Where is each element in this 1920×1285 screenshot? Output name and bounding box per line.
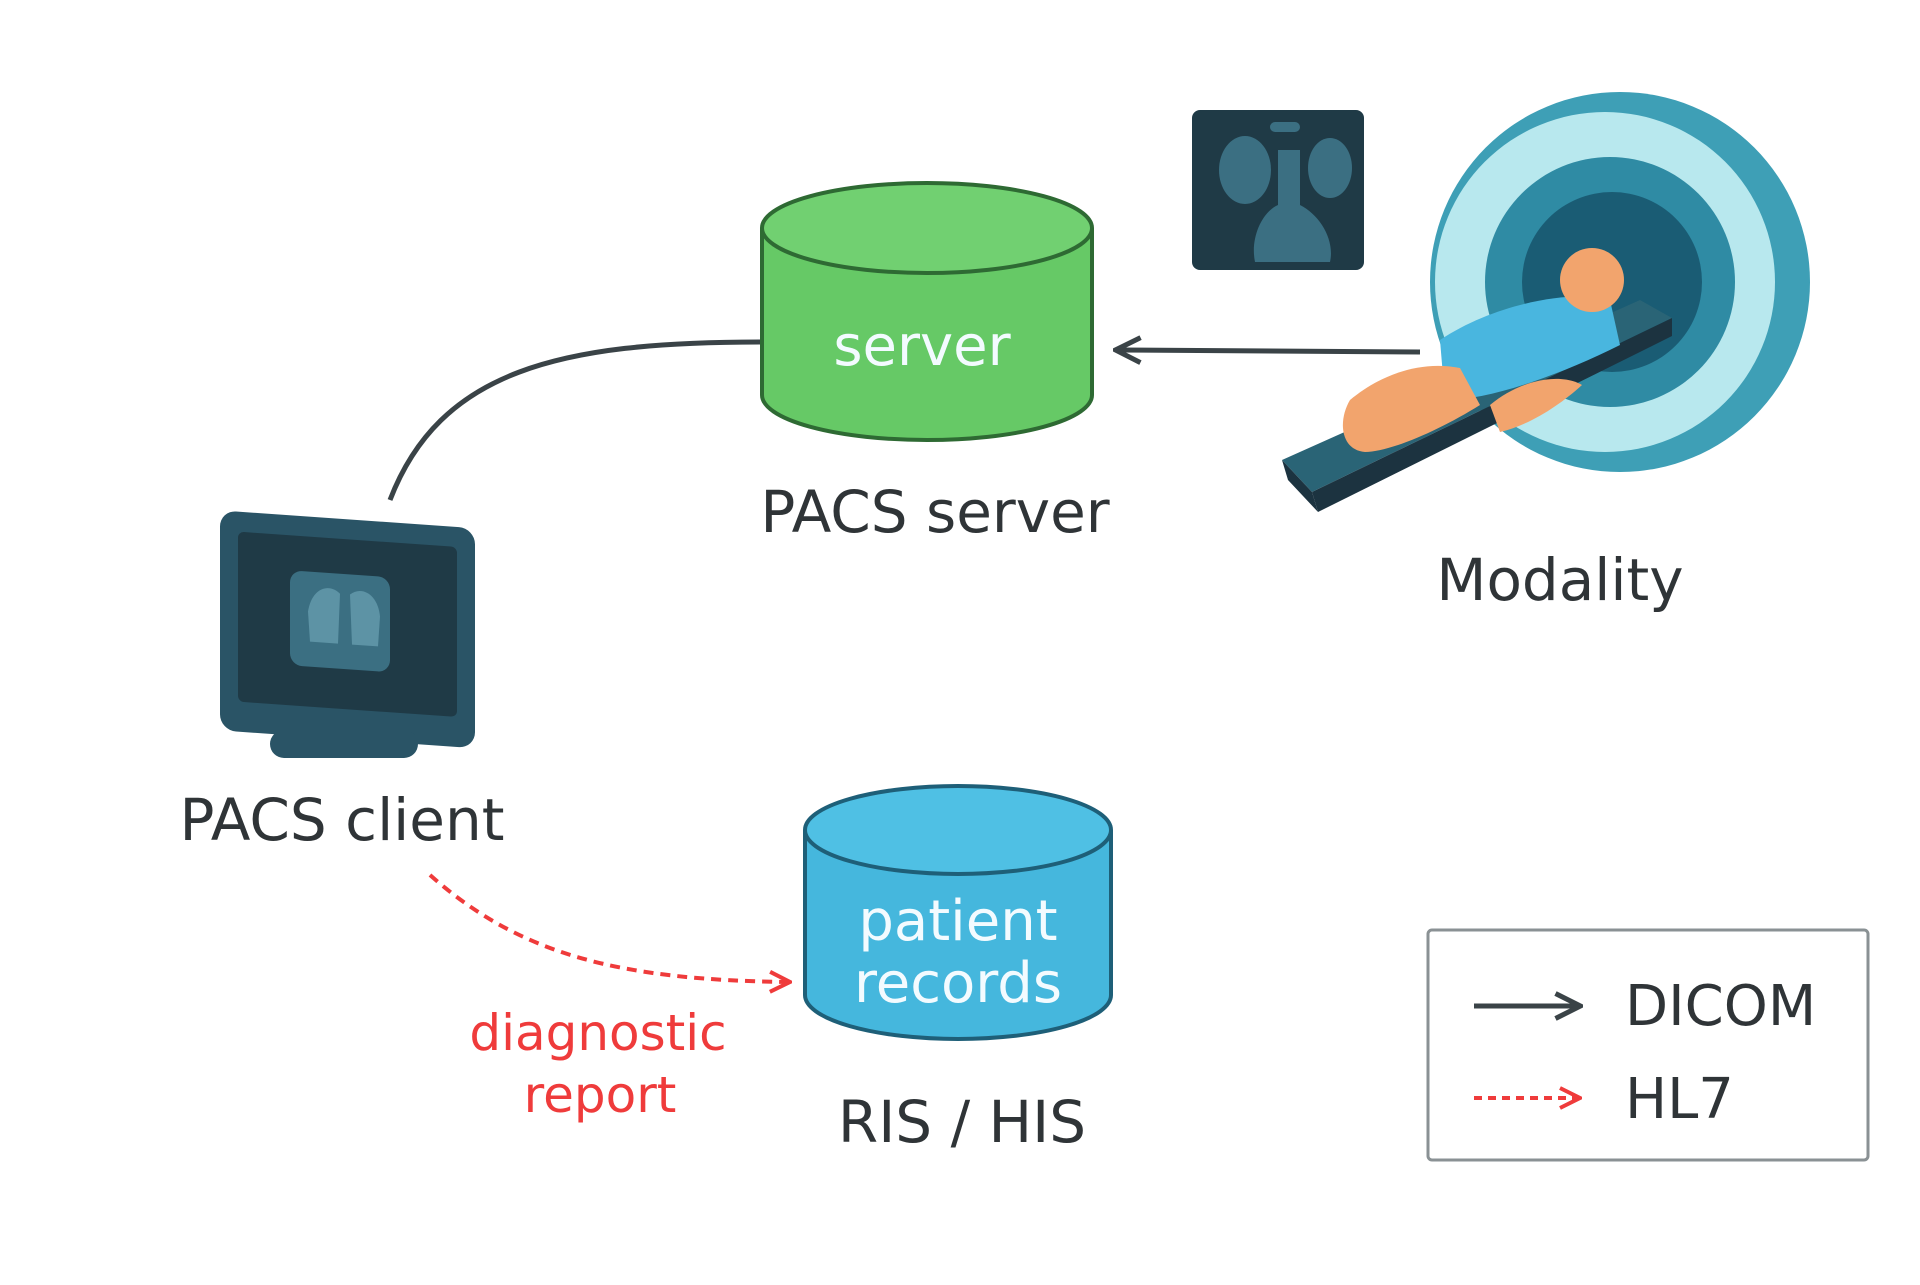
server-cylinder-label: server (833, 314, 1011, 379)
legend-dicom-label: DICOM (1625, 974, 1816, 1039)
xray-film-icon (1192, 110, 1364, 270)
pacs-client-label: PACS client (180, 786, 505, 854)
ris-his-label: RIS / HIS (838, 1088, 1086, 1156)
records-cylinder-line1: patient (858, 889, 1057, 954)
pacs-server-cylinder: server (760, 181, 1094, 442)
records-cylinder-line2: records (854, 951, 1062, 1016)
legend-hl7-label: HL7 (1625, 1067, 1734, 1132)
modality-scanner-icon (1282, 92, 1810, 512)
diagnostic-report-label-line1: diagnostic (469, 1004, 726, 1062)
legend: DICOM HL7 (1426, 928, 1870, 1162)
ris-his-cylinder: patient records (803, 784, 1113, 1041)
diagnostic-report-label-line2: report (524, 1066, 677, 1124)
modality-label: Modality (1436, 546, 1683, 614)
dicom-arrow-modality-server (1118, 350, 1421, 352)
dicom-link-client-server (387, 339, 761, 501)
pacs-client-monitor-icon (220, 511, 475, 758)
pacs-server-label: PACS server (760, 478, 1109, 546)
hl7-arrow-client-ris (428, 873, 788, 982)
